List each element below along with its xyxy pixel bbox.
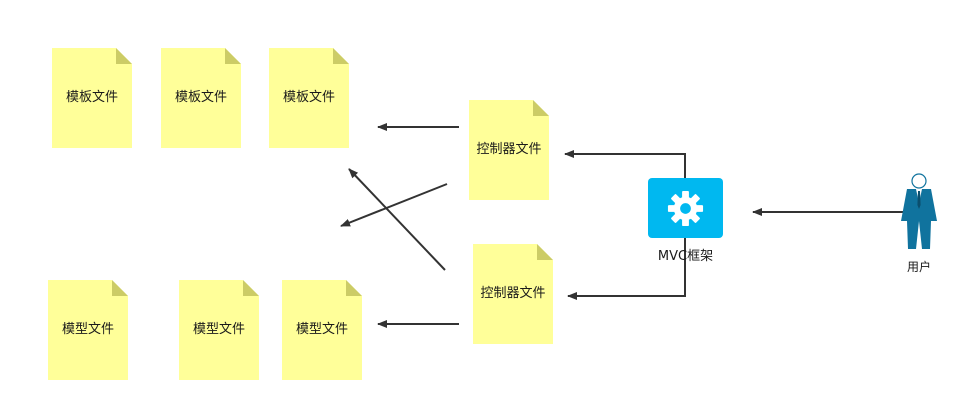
user-label: 用户: [906, 260, 931, 274]
template-file-2: 模板文件: [161, 48, 241, 148]
model-file-2-label: 模型文件: [192, 322, 245, 337]
document-shape: [473, 244, 553, 344]
mvc-framework-box: [648, 178, 723, 238]
gear-icon: [667, 190, 704, 227]
controller-file-2: 控制器文件: [473, 244, 553, 344]
model-file-1: 模型文件: [48, 280, 128, 380]
arrow-framework-to-controller-2: [567, 238, 686, 300]
arrow-controller-2-to-templates: [348, 168, 446, 271]
template-file-3: 模板文件: [269, 48, 349, 148]
template-file-1-label: 模板文件: [65, 90, 118, 105]
document-shape: [269, 48, 349, 148]
template-file-1: 模板文件: [52, 48, 132, 148]
model-file-2: 模型文件: [179, 280, 259, 380]
template-file-3-label: 模板文件: [282, 90, 335, 105]
controller-file-1-label: 控制器文件: [476, 142, 542, 157]
arrow-framework-to-controller-1: [564, 150, 686, 178]
controller-file-2-label: 控制器文件: [480, 286, 546, 301]
document-shape: [469, 100, 549, 200]
model-file-3-label: 模型文件: [295, 322, 348, 337]
user-figure: [897, 173, 941, 253]
controller-file-1: 控制器文件: [469, 100, 549, 200]
document-shape: [179, 280, 259, 380]
model-file-1-label: 模型文件: [61, 322, 114, 337]
document-shape: [48, 280, 128, 380]
user-icon: [901, 173, 937, 249]
template-file-2-label: 模板文件: [174, 90, 227, 105]
document-shape: [52, 48, 132, 148]
mvc-framework-label: MVC框架: [657, 249, 714, 264]
arrow-controller-1-to-models: [340, 183, 448, 227]
document-shape: [161, 48, 241, 148]
document-shape: [282, 280, 362, 380]
model-file-3: 模型文件: [282, 280, 362, 380]
